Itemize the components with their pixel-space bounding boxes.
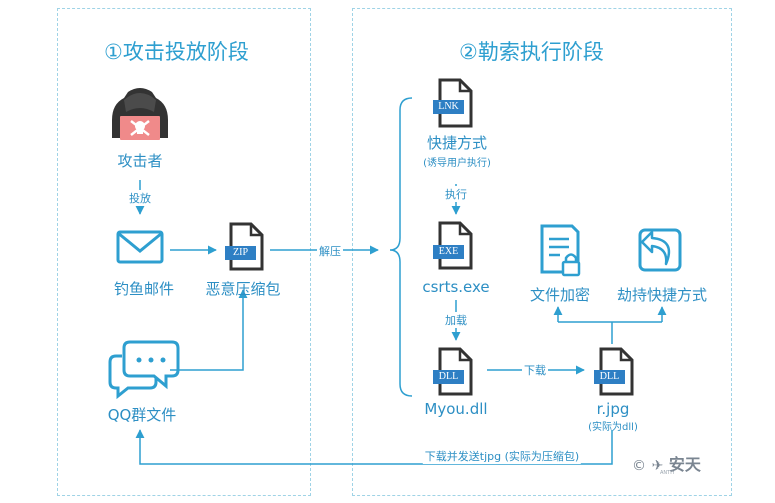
lnk-tag: LNK <box>438 101 459 112</box>
shortcut-note: (诱导用户执行) <box>423 158 491 169</box>
chat-icon <box>108 340 180 400</box>
file-lock-icon <box>540 224 581 277</box>
shortcut-label: 快捷方式 <box>426 134 488 152</box>
ransom-stage-panel <box>352 8 732 496</box>
file-encrypt-label: 文件加密 <box>529 286 591 304</box>
edge-label-deliver: 投放 <box>127 190 153 206</box>
antiy-logo-text: 安天 <box>668 455 701 474</box>
qq-group-file-label: QQ群文件 <box>107 406 177 424</box>
edge-label-download-send: 下载并发送tjpg (实际为压缩包) <box>422 448 582 464</box>
dll-label: Myou.dll <box>424 400 488 418</box>
bracket <box>389 97 413 397</box>
shortcut-arrow-icon <box>638 228 682 272</box>
edge-jpg-to-qq <box>135 429 613 465</box>
antiy-watermark: © ✈ 安天 <box>632 451 701 475</box>
mail-icon <box>116 230 164 264</box>
edge-qq-to-zip <box>170 289 248 371</box>
copyright-icon: © <box>632 458 646 474</box>
jpg-dll-file-icon <box>594 347 634 396</box>
edge-label-unzip: 解压 <box>317 243 343 259</box>
phishing-email-label: 钓鱼邮件 <box>113 280 175 298</box>
ransom-stage-title: ②勒索执行阶段 <box>459 40 604 64</box>
exe-file-icon <box>433 221 473 270</box>
attack-stage-title: ①攻击投放阶段 <box>104 40 249 64</box>
zip-tag: ZIP <box>233 247 248 258</box>
edge-label-load: 加载 <box>443 312 469 328</box>
hacker-icon <box>112 88 168 140</box>
lnk-file-icon <box>433 78 473 128</box>
exe-label: csrts.exe <box>422 278 490 296</box>
edge-label-download: 下载 <box>522 362 548 378</box>
hijack-shortcut-label: 劫持快捷方式 <box>616 286 708 304</box>
antiy-logo-icon: ✈ <box>651 458 664 474</box>
jpg-note: (实际为dll) <box>588 422 638 433</box>
zip-file-icon <box>225 222 264 271</box>
dll-tag: DLL <box>438 371 459 382</box>
jpg-label: r.jpg <box>596 400 630 418</box>
edge-label-execute: 执行 <box>443 186 469 202</box>
attacker-label: 攻击者 <box>117 152 163 170</box>
antiy-logo-subtext: ANTIY <box>660 470 675 476</box>
exe-tag: EXE <box>438 246 459 257</box>
dll-file-icon <box>433 347 473 396</box>
attack-stage-panel <box>57 8 311 496</box>
jpg-dll-tag: DLL <box>599 371 620 382</box>
malicious-zip-label: 恶意压缩包 <box>205 280 281 298</box>
